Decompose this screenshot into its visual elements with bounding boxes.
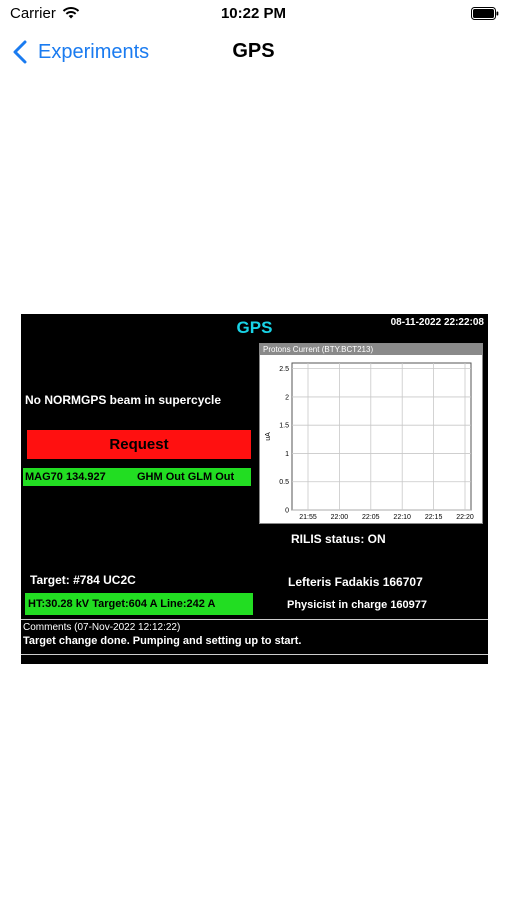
- magnet-value: MAG70 134.927: [25, 471, 106, 483]
- navigation-bar: Experiments GPS: [0, 28, 507, 76]
- battery-icon: [471, 7, 499, 20]
- x-tick-label: 22:05: [362, 514, 380, 521]
- x-tick-label: 22:00: [331, 514, 349, 521]
- page-title: GPS: [232, 40, 275, 62]
- chart-title: Protons Current (BTY.BCT213): [260, 344, 482, 355]
- y-tick-label: 2: [285, 394, 289, 401]
- y-tick-label: 1.5: [279, 423, 289, 430]
- clock-time: 10:22 PM: [220, 5, 287, 22]
- y-tick-label: 0: [285, 508, 289, 515]
- screen-datetime: 08-11-2022 22:22:08: [390, 317, 484, 328]
- comments-panel: Comments (07-Nov-2022 12:12:22) Target c…: [21, 619, 488, 655]
- rilis-status: RILIS status: ON: [291, 532, 386, 546]
- comments-header: Comments (07-Nov-2022 12:12:22): [23, 622, 181, 633]
- chart-plot: 0 0.5 1 1.5 2 2.5 21:55 22:00 22:05 22:10 22:15 22:…: [265, 362, 474, 521]
- x-tick-label: 22:15: [425, 514, 443, 521]
- y-axis-label: uA: [265, 432, 272, 441]
- y-tick-label: 2.5: [279, 366, 289, 373]
- screen-title: GPS: [236, 318, 273, 337]
- plot-area: [291, 362, 472, 511]
- target-label: Target: #784 UC2C: [30, 573, 136, 587]
- y-tick-label: 1: [285, 451, 289, 458]
- x-tick-label: 22:20: [456, 514, 474, 521]
- ht-status-bar: HT:30.28 kV Target:604 A Line:242 A: [25, 593, 253, 615]
- status-bar: Carrier 10:22 PM: [0, 0, 507, 28]
- protons-current-chart: Protons Current (BTY.BCT213) 0 0.5 1 1.5 2 2.…: [259, 343, 483, 524]
- request-button[interactable]: Request: [27, 430, 251, 459]
- physicist-in-charge: Physicist in charge 160977: [287, 599, 428, 611]
- y-tick-label: 0.5: [279, 479, 289, 486]
- x-tick-label: 21:55: [299, 514, 317, 521]
- magnet-status-bar: MAG70 134.927 GHM Out GLM Out: [23, 468, 251, 486]
- back-button-label: Experiments: [38, 40, 150, 63]
- carrier-label: Carrier: [10, 5, 56, 22]
- beam-message: No NORMGPS beam in supercycle: [25, 393, 222, 407]
- comments-text: Target change done. Pumping and setting …: [23, 635, 302, 647]
- wifi-icon: [62, 6, 80, 19]
- x-tick-label: 22:10: [393, 514, 411, 521]
- magnet-out-status: GHM Out GLM Out: [137, 471, 235, 483]
- chevron-left-icon: [13, 40, 27, 64]
- gps-status-screen: GPS 08-11-2022 22:22:08 No NORMGPS beam …: [21, 314, 488, 664]
- back-button[interactable]: Experiments: [12, 38, 149, 66]
- contact-person: Lefteris Fadakis 166707: [288, 575, 423, 589]
